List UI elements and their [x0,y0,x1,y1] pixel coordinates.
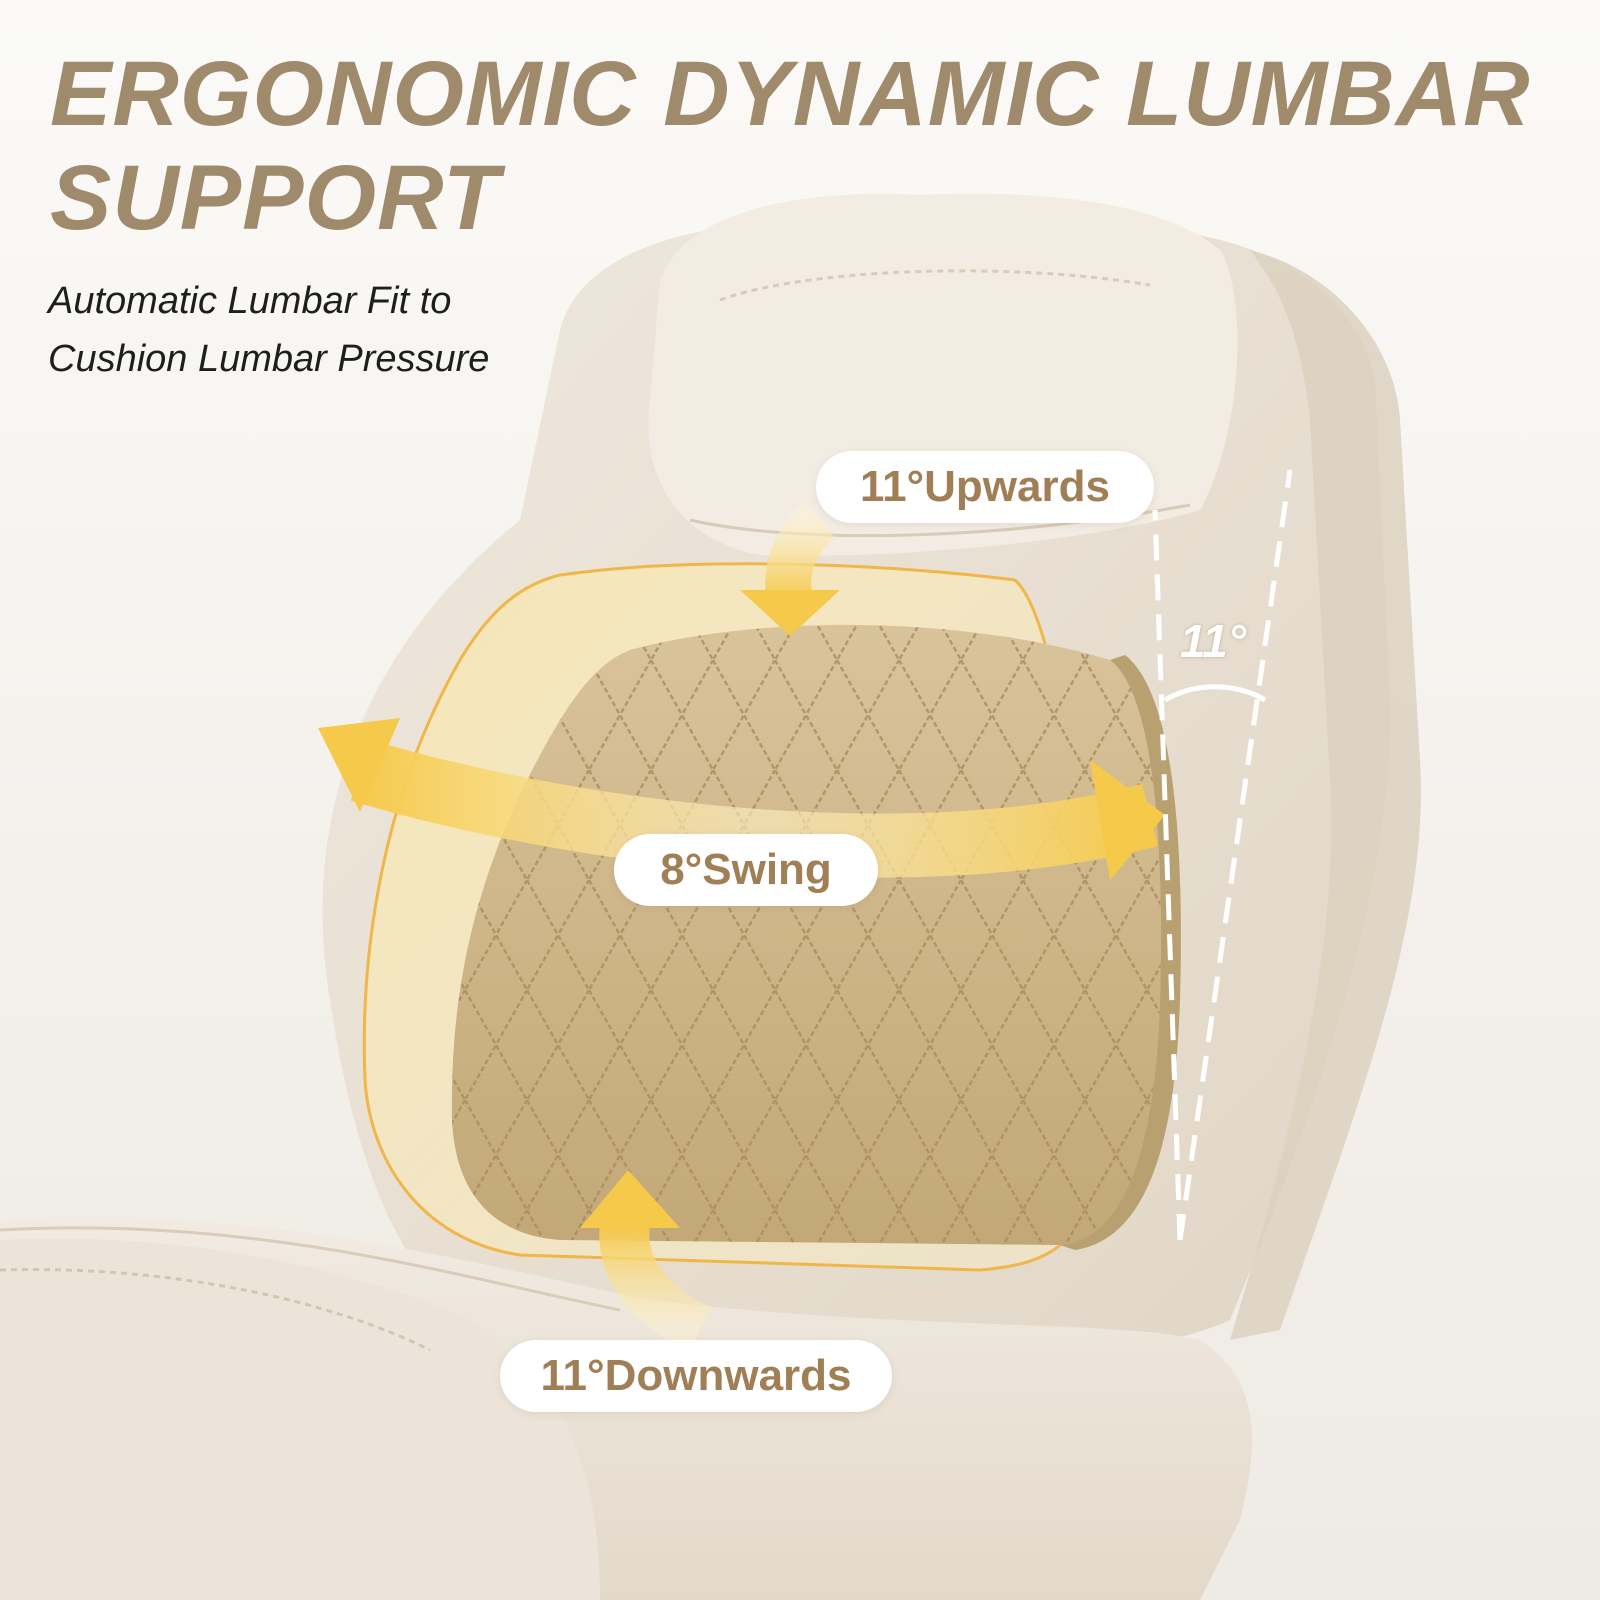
subheadline-line-1: Automatic Lumbar Fit to [48,280,452,322]
headline: ERGONOMIC DYNAMIC LUMBAR SUPPORT [50,42,1531,250]
callout-swing: 8°Swing [614,834,878,906]
callout-upwards: 11°Upwards [816,451,1154,523]
subheadline-line-2: Cushion Lumbar Pressure [48,338,490,380]
headline-line-1: ERGONOMIC DYNAMIC LUMBAR [50,43,1531,145]
callout-downwards: 11°Downwards [500,1340,892,1412]
arrow-up-icon [580,1170,712,1353]
headline-line-2: SUPPORT [50,147,501,249]
chair-armrest [0,1238,600,1600]
angle-label: 11° [1180,615,1247,667]
arrow-down-icon [740,502,840,636]
subheadline: Automatic Lumbar Fit to Cushion Lumbar P… [48,272,489,388]
angle-indicator-icon [1152,469,1293,1241]
chair-side-wing [1230,250,1421,1340]
